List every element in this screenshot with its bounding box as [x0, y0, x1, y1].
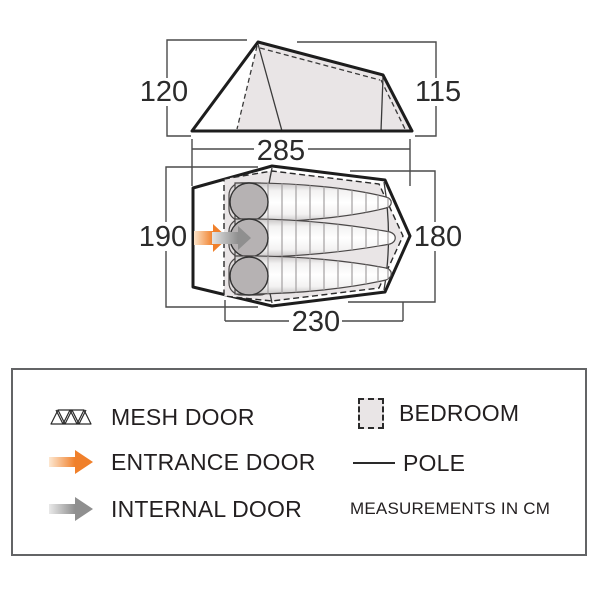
mat-pillow	[229, 182, 269, 222]
sleeping-mat	[228, 255, 392, 296]
internal-door-arrow-icon	[48, 496, 94, 522]
sleeping-mat	[228, 182, 392, 223]
mesh-door-icon	[48, 407, 94, 427]
measurements-note: MEASUREMENTS IN CM	[350, 499, 551, 518]
legend-item-bedroom: BEDROOM	[358, 397, 519, 430]
tent-floor-plan	[191, 164, 412, 308]
legend-label-internal-door: INTERNAL DOOR	[111, 495, 302, 522]
legend-label-bedroom: BEDROOM	[399, 400, 520, 426]
dim-length: 285	[257, 135, 305, 167]
side-view-outline	[190, 40, 414, 133]
tent-diagram: 120 115 285	[138, 39, 463, 338]
legend-label-mesh-door: MESH DOOR	[111, 403, 255, 430]
legend-item-measurements-note: MEASUREMENTS IN CM	[350, 498, 550, 520]
mat-pillow	[229, 256, 269, 296]
dim-height-right: 115	[415, 76, 461, 108]
side-view-inner-fill	[237, 43, 410, 130]
label-bg	[413, 78, 463, 106]
pole-line-icon	[352, 460, 396, 466]
entrance-door-arrow-icon	[48, 449, 94, 475]
legend-label-entrance-door: ENTRANCE DOOR	[111, 448, 316, 475]
dim-height-left: 120	[140, 76, 188, 108]
side-view-inner-dashed-lines	[236, 45, 406, 130]
label-bg	[140, 78, 189, 106]
legend-item-mesh-door: MESH DOOR	[48, 402, 255, 432]
label-bg	[289, 308, 342, 336]
label-bg	[412, 222, 463, 251]
legend-item-internal-door: INTERNAL DOOR	[48, 495, 302, 523]
bedroom-swatch-icon	[358, 398, 384, 429]
dim-width-front: 190	[139, 221, 187, 253]
label-bg	[254, 137, 308, 163]
dim-width-rear: 180	[414, 221, 462, 253]
legend-box: MESH DOOR ENTRANCE DOOR	[11, 368, 587, 556]
label-bg	[138, 222, 189, 251]
dim-bedroom-length: 230	[292, 306, 340, 338]
legend-item-pole: POLE	[352, 450, 465, 476]
legend-item-entrance-door: ENTRANCE DOOR	[48, 448, 316, 476]
internal-door-arrow-icon	[212, 226, 251, 250]
tent-side-view	[190, 40, 414, 133]
legend-label-pole: POLE	[403, 449, 466, 476]
side-view-pole-lines	[257, 43, 384, 132]
